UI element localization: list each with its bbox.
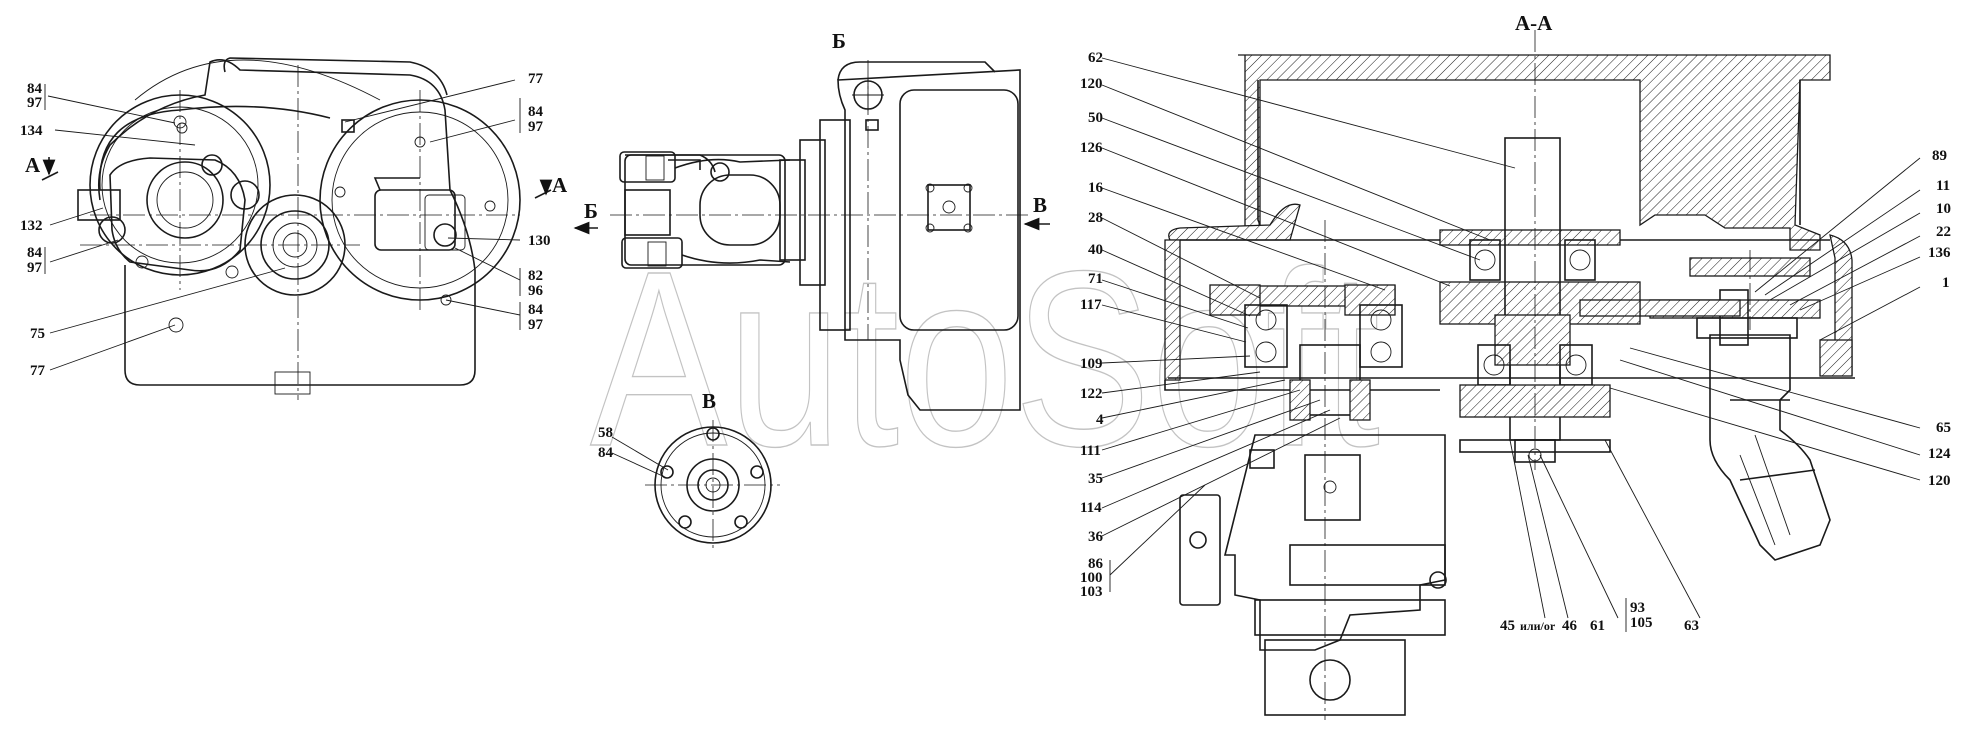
callout-84: 84 bbox=[27, 81, 43, 97]
callout-84: 84 bbox=[27, 245, 43, 261]
callout-97: 97 bbox=[27, 260, 43, 276]
callout-58: 58 bbox=[598, 425, 613, 441]
callout-93: 93 bbox=[1630, 600, 1645, 616]
callout-117: 117 bbox=[1080, 297, 1102, 313]
callout-11: 11 bbox=[1936, 178, 1950, 194]
callout-71: 71 bbox=[1088, 271, 1103, 287]
callout-130: 130 bbox=[528, 233, 551, 249]
callout-4: 4 bbox=[1096, 412, 1104, 428]
callout-124: 124 bbox=[1928, 446, 1951, 462]
view-title-v: В bbox=[702, 389, 716, 413]
callout-50: 50 bbox=[1088, 110, 1103, 126]
callout-22: 22 bbox=[1936, 224, 1951, 240]
callouts-view-v: 58 84 bbox=[598, 425, 614, 461]
callout-16: 16 bbox=[1088, 180, 1104, 196]
callout-61: 61 bbox=[1590, 618, 1605, 634]
callout-40: 40 bbox=[1088, 242, 1103, 258]
callout-77: 77 bbox=[528, 71, 544, 87]
callout-100: 100 bbox=[1080, 570, 1103, 586]
callout-75: 75 bbox=[30, 326, 45, 342]
arrow-label-b: Б bbox=[584, 199, 598, 223]
arrow-label-v: В bbox=[1033, 193, 1047, 217]
callout-134: 134 bbox=[20, 123, 43, 139]
section-a-a bbox=[1164, 30, 1855, 720]
callout-84: 84 bbox=[528, 302, 544, 318]
callout-114: 114 bbox=[1080, 500, 1102, 516]
callout-111: 111 bbox=[1080, 443, 1101, 459]
cut-mark-a-left: А bbox=[25, 153, 41, 177]
callout-28: 28 bbox=[1088, 210, 1103, 226]
callout-105: 105 bbox=[1630, 615, 1653, 631]
callout-77: 77 bbox=[30, 363, 46, 379]
callout-120: 120 bbox=[1928, 473, 1951, 489]
callout-132: 132 bbox=[20, 218, 43, 234]
callout-10: 10 bbox=[1936, 201, 1951, 217]
callout-82: 82 bbox=[528, 268, 543, 284]
callout-65: 65 bbox=[1936, 420, 1951, 436]
callout-136: 136 bbox=[1928, 245, 1951, 261]
callout-46: 46 bbox=[1562, 618, 1578, 634]
callout-45: 45 bbox=[1500, 618, 1515, 634]
callout-96: 96 bbox=[528, 283, 544, 299]
section-title-a-a: А-А bbox=[1515, 11, 1553, 35]
side-view bbox=[573, 60, 1050, 411]
callout-35: 35 bbox=[1088, 471, 1103, 487]
callout-36: 36 bbox=[1088, 529, 1104, 545]
callout-122: 122 bbox=[1080, 386, 1103, 402]
callout-126: 126 bbox=[1080, 140, 1103, 156]
callout-89: 89 bbox=[1932, 148, 1947, 164]
callout-45-or-note: или/or bbox=[1520, 619, 1556, 633]
callouts-section: 62 120 50 126 16 28 40 71 117 109 122 4 … bbox=[1080, 50, 1951, 634]
callout-1: 1 bbox=[1942, 275, 1950, 291]
view-v bbox=[645, 420, 780, 550]
callout-84: 84 bbox=[528, 104, 544, 120]
callout-103: 103 bbox=[1080, 584, 1103, 600]
callout-109: 109 bbox=[1080, 356, 1103, 372]
view-title-b: Б bbox=[832, 29, 846, 53]
callout-63: 63 bbox=[1684, 618, 1699, 634]
leader-lines bbox=[44, 57, 1921, 632]
callout-84: 84 bbox=[598, 445, 614, 461]
front-view bbox=[41, 57, 553, 400]
callout-62: 62 bbox=[1088, 50, 1103, 66]
callout-97: 97 bbox=[27, 95, 43, 111]
callout-97: 97 bbox=[528, 119, 544, 135]
cut-mark-a-right: А bbox=[552, 173, 568, 197]
callout-86: 86 bbox=[1088, 556, 1104, 572]
callout-97: 97 bbox=[528, 317, 544, 333]
callouts-left: 84 97 134 132 84 97 75 77 77 84 97 130 8… bbox=[20, 71, 551, 379]
callout-120: 120 bbox=[1080, 76, 1103, 92]
